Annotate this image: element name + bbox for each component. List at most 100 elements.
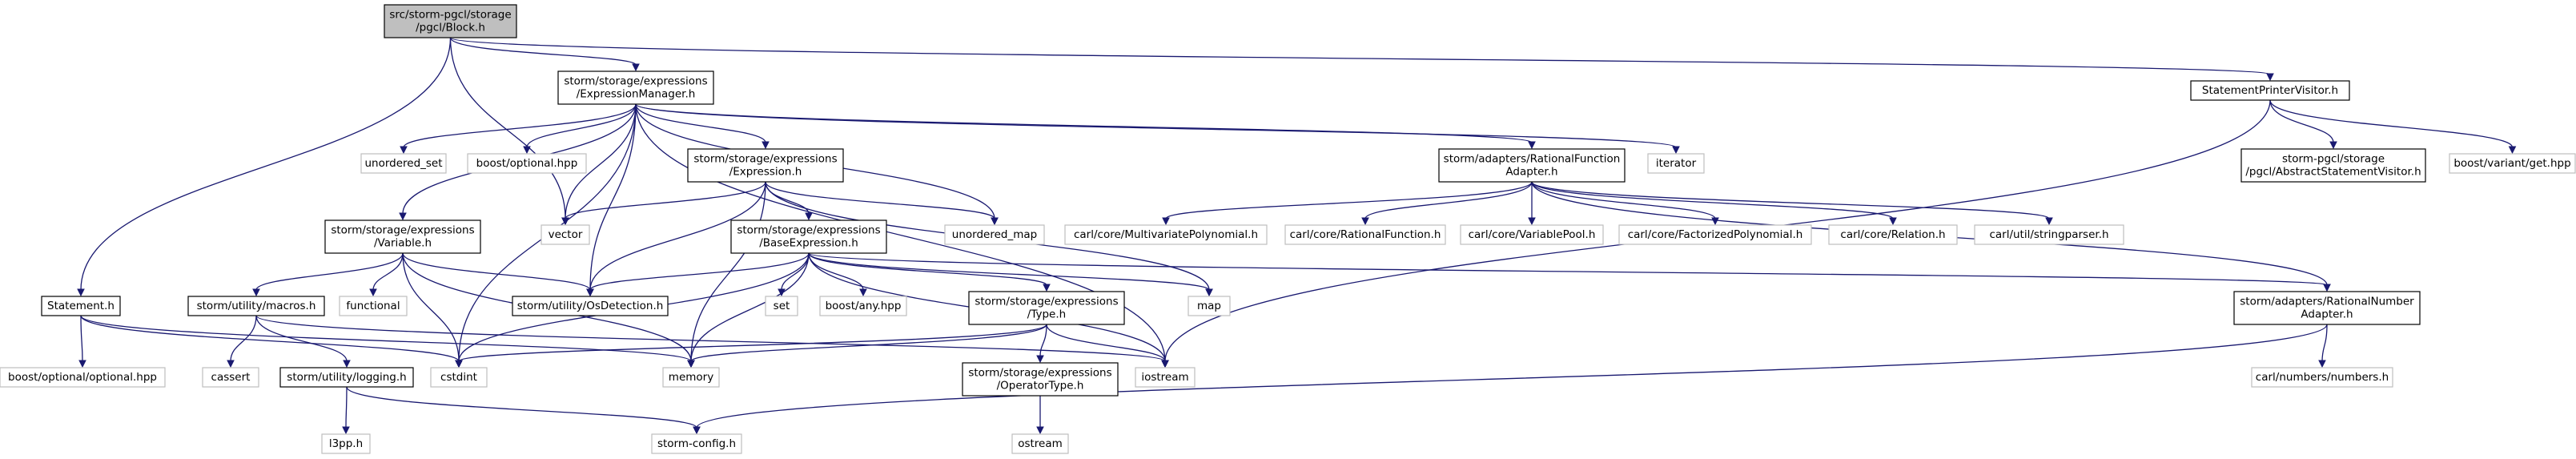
node-exprmgr[interactable]: storm/storage/expressions/ExpressionMana…	[557, 70, 714, 105]
node-boost_any: boost/any.hpp	[819, 296, 907, 316]
edge-arrowhead	[400, 146, 408, 155]
node-box	[1828, 224, 1958, 245]
node-box	[541, 224, 590, 245]
edge-line	[808, 252, 1047, 286]
edge-macros-to-logging	[255, 315, 351, 368]
node-label: Adapter.h	[1505, 166, 1557, 179]
edge-arrowhead	[687, 360, 695, 368]
edge-statement-to-memory	[80, 315, 695, 368]
edge-line	[565, 181, 766, 219]
node-label: storm/adapters/RationalFunction	[1444, 153, 1621, 166]
node-type[interactable]: storm/storage/expressions/Type.h	[968, 291, 1125, 325]
node-box	[962, 362, 1119, 397]
node-logging[interactable]: storm/utility/logging.h	[279, 367, 414, 388]
node-box	[765, 296, 798, 316]
node-box	[1188, 296, 1231, 316]
edge-arrowhead	[1889, 217, 1897, 226]
edge-line	[635, 103, 1166, 362]
node-box	[2233, 291, 2421, 325]
node-set: set	[765, 296, 798, 316]
node-label: /Variable.h	[374, 237, 432, 250]
node-label: carl/core/VariablePool.h	[1469, 228, 1596, 241]
edge-arrowhead	[805, 212, 813, 221]
node-label: storm/storage/expressions	[737, 224, 880, 237]
node-baseexpr[interactable]: storm/storage/expressions/BaseExpression…	[730, 219, 887, 254]
node-box	[0, 367, 166, 388]
node-box	[651, 433, 742, 454]
node-label: iostream	[1141, 371, 1188, 384]
edge-line	[449, 37, 566, 219]
edge-line	[589, 252, 810, 291]
node-label: boost/optional.hpp	[476, 157, 578, 170]
node-box	[384, 4, 517, 38]
edge-line	[345, 386, 348, 429]
edge-arrowhead	[762, 141, 770, 150]
edge-line	[255, 252, 404, 291]
edge-line	[808, 252, 2328, 286]
node-printer[interactable]: StatementPrinterVisitor.h	[2190, 80, 2350, 101]
node-box	[1438, 148, 1626, 183]
edge-baseexpr-to-ratnum	[808, 252, 2331, 292]
edge-line	[80, 315, 692, 362]
node-expression[interactable]: storm/storage/expressions/Expression.h	[687, 148, 844, 183]
node-label: StatementPrinterVisitor.h	[2202, 84, 2338, 97]
edge-line	[589, 181, 766, 291]
edge-arrowhead	[1162, 217, 1170, 226]
node-statement[interactable]: Statement.h	[41, 296, 121, 316]
node-label: carl/core/MultivariatePolynomial.h	[1074, 228, 1258, 241]
node-box	[1647, 153, 1705, 174]
nodes-layer: src/storm-pgcl/storage/pgcl/Block.h storm…	[0, 4, 2576, 454]
edge-line	[80, 315, 460, 362]
node-label: boost/variant/get.hpp	[2453, 157, 2570, 170]
edge-block-to-exprmgr	[449, 37, 640, 72]
edge-baseexpr-to-map	[808, 252, 1213, 297]
node-functional: functional	[339, 296, 408, 316]
edge-variable-to-functional	[369, 252, 404, 297]
node-box	[430, 367, 488, 388]
node-label: storm/utility/OsDetection.h	[517, 300, 664, 312]
edge-line	[449, 37, 2271, 75]
edge-arrowhead	[2318, 360, 2326, 368]
edge-arrowhead	[2266, 73, 2274, 82]
edge-arrowhead	[252, 288, 260, 297]
node-memory: memory	[662, 367, 720, 388]
node-label: /pgcl/Block.h	[416, 22, 485, 34]
node-optype[interactable]: storm/storage/expressions/OperatorType.h	[962, 362, 1119, 397]
edge-variable-to-osdetect	[402, 252, 594, 297]
node-label: /ExpressionManager.h	[577, 88, 696, 101]
node-abstractvisitor[interactable]: storm-pgcl/storage/pgcl/AbstractStatemen…	[2240, 148, 2426, 183]
node-block[interactable]: src/storm-pgcl/storage/pgcl/Block.h	[384, 4, 517, 38]
edge-line	[565, 103, 637, 219]
edge-arrowhead	[1161, 360, 1169, 368]
edge-logging-to-l3pp	[342, 386, 350, 435]
edge-line	[80, 315, 83, 362]
node-box	[2240, 148, 2426, 183]
node-variable[interactable]: storm/storage/expressions/Variable.h	[324, 219, 481, 254]
node-macros[interactable]: storm/utility/macros.h	[187, 296, 325, 316]
node-label: carl/core/RationalFunction.h	[1290, 228, 1441, 241]
edge-line	[1531, 181, 1894, 219]
node-multipoly: carl/core/MultivariatePolynomial.h	[1064, 224, 1268, 245]
node-vector: vector	[541, 224, 590, 245]
edge-printer-to-abstractvisitor	[2269, 99, 2337, 150]
edge-line	[635, 103, 766, 143]
node-osdetect[interactable]: storm/utility/OsDetection.h	[512, 296, 669, 316]
edge-exprmgr-to-expression	[635, 103, 770, 150]
node-stormconfig: storm-config.h	[651, 433, 742, 454]
edge-arrowhead	[78, 360, 86, 368]
edge-expression-to-unordered_map	[765, 181, 999, 226]
node-label: storm/storage/expressions	[968, 367, 1111, 380]
edge-line	[372, 252, 404, 291]
edge-line	[255, 315, 1166, 362]
node-box	[339, 296, 408, 316]
node-label: storm/storage/expressions	[331, 224, 474, 237]
node-box	[2251, 367, 2393, 388]
node-label: carl/core/Relation.h	[1840, 228, 1945, 241]
edge-baseexpr-to-type	[808, 252, 1051, 292]
edge-arrowhead	[2508, 146, 2517, 155]
edge-ratfunc-to-relation	[1531, 181, 1897, 226]
edge-arrowhead	[1528, 217, 1536, 226]
